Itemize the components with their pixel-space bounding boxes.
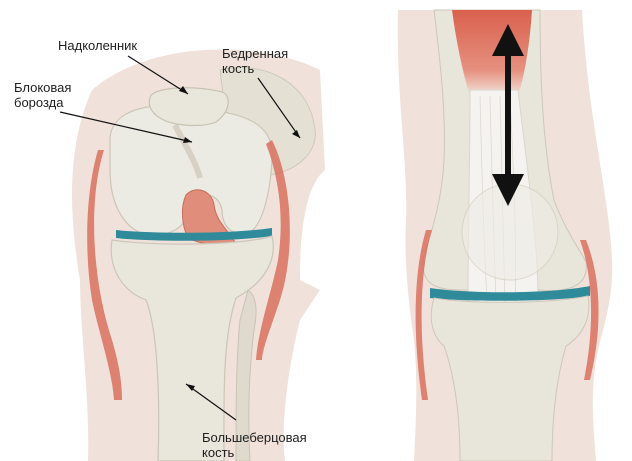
tibia-label: Большеберцовая кость [202,430,307,460]
knee-front-view-panel: Надколенник Блоковая борозда Бедренная к… [0,0,340,461]
femur-label-line2: кость [222,61,288,76]
trochlear-groove-label: Блоковая борозда [14,80,71,110]
tibia-label-line2: кость [202,445,307,460]
knee-front-illustration [0,0,340,461]
tibia-label-line1: Большеберцовая [202,430,307,445]
trochlear-groove-label-line2: борозда [14,95,71,110]
trochlear-groove-label-line1: Блоковая [14,80,71,95]
knee-tendon-illustration [390,0,626,461]
femur-label: Бедренная кость [222,46,288,76]
femur-label-line1: Бедренная [222,46,288,61]
knee-tendon-view-panel [390,0,626,461]
patella-label: Надколенник [58,38,137,53]
